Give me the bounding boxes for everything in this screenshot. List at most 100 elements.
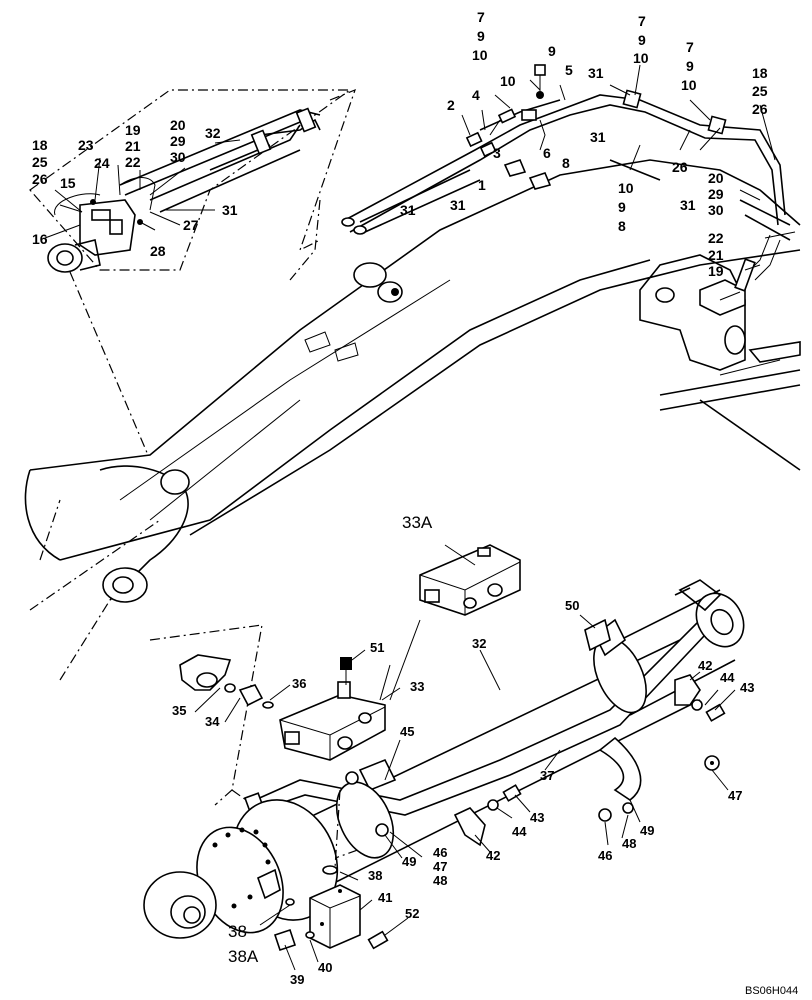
valve-leader-lines [379, 619, 421, 701]
elbow-fitting [179, 654, 274, 709]
callout: 29 [708, 186, 724, 202]
callout: 51 [370, 640, 384, 655]
callout: 22 [708, 230, 724, 246]
callout: 26 [672, 159, 688, 175]
callout: 38 [368, 868, 382, 883]
callout: 35 [172, 703, 186, 718]
callout: 15 [60, 175, 76, 191]
callout: 44 [512, 824, 527, 839]
callout: 16 [32, 231, 48, 247]
callout: 8 [562, 155, 570, 171]
callout: 10 [681, 77, 697, 93]
callout: 31 [400, 202, 416, 218]
callout: 8 [618, 218, 626, 234]
callout: 24 [94, 155, 110, 171]
callout: 48 [622, 836, 636, 851]
callout: 46 [433, 845, 447, 860]
callout: 3 [493, 145, 501, 161]
bottom-leaders [194, 614, 736, 971]
callout: 9 [477, 28, 485, 44]
callout: 9 [638, 32, 646, 48]
callout: 43 [740, 680, 754, 695]
callout: 33 [410, 679, 424, 694]
callout: 39 [290, 972, 304, 987]
callout: 47 [433, 859, 447, 874]
callout: 21 [708, 247, 724, 263]
callout: 10 [500, 73, 516, 89]
callout: 7 [638, 13, 646, 29]
callout: 10 [472, 47, 488, 63]
callout: 6 [543, 145, 551, 161]
boom-structure [24, 88, 801, 681]
callout: 9 [618, 199, 626, 215]
callout: 42 [698, 658, 712, 673]
top-left-valve-assembly [29, 89, 352, 273]
callout: 20 [170, 117, 186, 133]
callout: 7 [686, 39, 694, 55]
callout: 2 [447, 97, 455, 113]
callout: 31 [222, 202, 238, 218]
eye-leader-line [69, 271, 149, 456]
callout: 44 [720, 670, 735, 685]
callout: 45 [400, 724, 414, 739]
callout: 38A [228, 947, 259, 966]
callout: 27 [183, 217, 199, 233]
callout: 18 [32, 137, 48, 153]
callout: 34 [205, 714, 220, 729]
callout: 33A [402, 513, 433, 532]
callout: 19 [125, 122, 141, 138]
callout: 10 [618, 180, 634, 196]
callout: 32 [205, 125, 221, 141]
callout: 28 [150, 243, 166, 259]
callout: 9 [686, 58, 694, 74]
callout: 36 [292, 676, 306, 691]
callout: 25 [752, 83, 768, 99]
callout: 49 [640, 823, 654, 838]
callout: 7 [477, 9, 485, 25]
callout: 21 [125, 138, 141, 154]
callout: 26 [32, 171, 48, 187]
callout: 47 [728, 788, 742, 803]
callout: 40 [318, 960, 332, 975]
callout: 43 [530, 810, 544, 825]
callout: 31 [450, 197, 466, 213]
callout: 52 [405, 906, 419, 921]
callout: 31 [588, 65, 604, 81]
callout: 20 [708, 170, 724, 186]
main-cylinder [143, 579, 745, 971]
callout: 9 [548, 43, 556, 59]
top-right-tube-assembly [341, 64, 796, 316]
callout: 31 [680, 197, 696, 213]
callout: 4 [472, 87, 480, 103]
callout: 31 [590, 129, 606, 145]
callout: 48 [433, 873, 447, 888]
callout: 37 [540, 768, 554, 783]
callout: 46 [598, 848, 612, 863]
callout: 26 [752, 101, 768, 117]
valve-33A [419, 544, 521, 616]
callout: 19 [708, 263, 724, 279]
callout: 30 [708, 202, 724, 218]
callout: 25 [32, 154, 48, 170]
callouts-top-right: 7 9 10 9 10 5 31 7 9 10 7 9 10 18 25 26 … [400, 9, 768, 279]
callout: 42 [486, 848, 500, 863]
callout: 50 [565, 598, 579, 613]
callout: 30 [170, 149, 186, 165]
callouts-top-left: 18 25 26 15 23 24 19 21 22 20 29 30 32 1… [32, 117, 238, 259]
callout: 29 [170, 133, 186, 149]
callout: 32 [472, 636, 486, 651]
fasteners [345, 699, 726, 837]
callout: 5 [565, 62, 573, 78]
callout: 49 [402, 854, 416, 869]
callouts-bottom: 33A 50 32 51 33 36 35 34 45 42 44 43 37 … [172, 513, 754, 987]
callout: 18 [752, 65, 768, 81]
callout: 38 [228, 922, 247, 941]
callout: 22 [125, 154, 141, 170]
drawing-code: BS06H044 [745, 985, 798, 997]
callout: 10 [633, 50, 649, 66]
valve-33 [279, 657, 386, 761]
callout: 41 [378, 890, 392, 905]
callout: 1 [478, 177, 486, 193]
callout: 23 [78, 137, 94, 153]
